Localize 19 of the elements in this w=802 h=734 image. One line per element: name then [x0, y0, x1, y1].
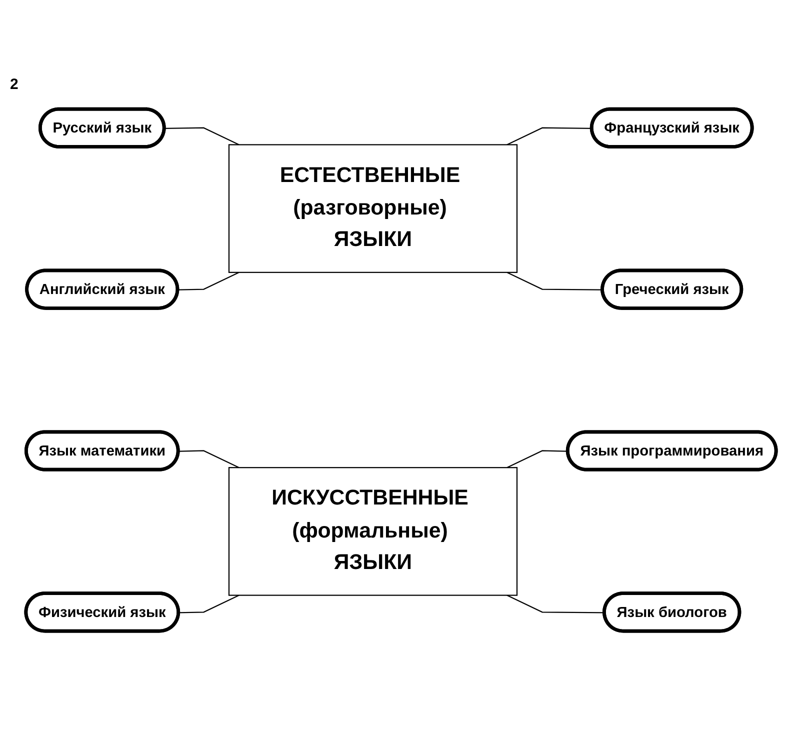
ellipse-node: Язык биологов: [602, 592, 742, 633]
connector-line: [506, 272, 603, 290]
ellipse-node: Французский язык: [590, 107, 754, 148]
ellipse-node: Русский язык: [38, 107, 166, 148]
connector-line: [178, 450, 240, 468]
ellipse-node: Греческий язык: [600, 268, 744, 310]
connector-line: [178, 272, 240, 290]
category-box: ЕСТЕСТВЕННЫЕ (разговорные) ЯЗЫКИ: [228, 144, 518, 273]
ellipse-node: Язык математики: [24, 430, 180, 472]
ellipse-node: Английский язык: [25, 268, 180, 310]
connector-line: [506, 594, 605, 614]
connector-line: [178, 594, 240, 614]
connector-line: [164, 127, 240, 146]
ellipse-node: Язык программирования: [566, 430, 778, 472]
ellipse-node: Физический язык: [24, 592, 180, 633]
category-box: ИСКУССТВЕННЫЕ (формальные) ЯЗЫКИ: [228, 467, 518, 596]
connector-line: [506, 127, 592, 146]
task-number: 2: [10, 76, 18, 93]
connector-line: [506, 450, 568, 468]
